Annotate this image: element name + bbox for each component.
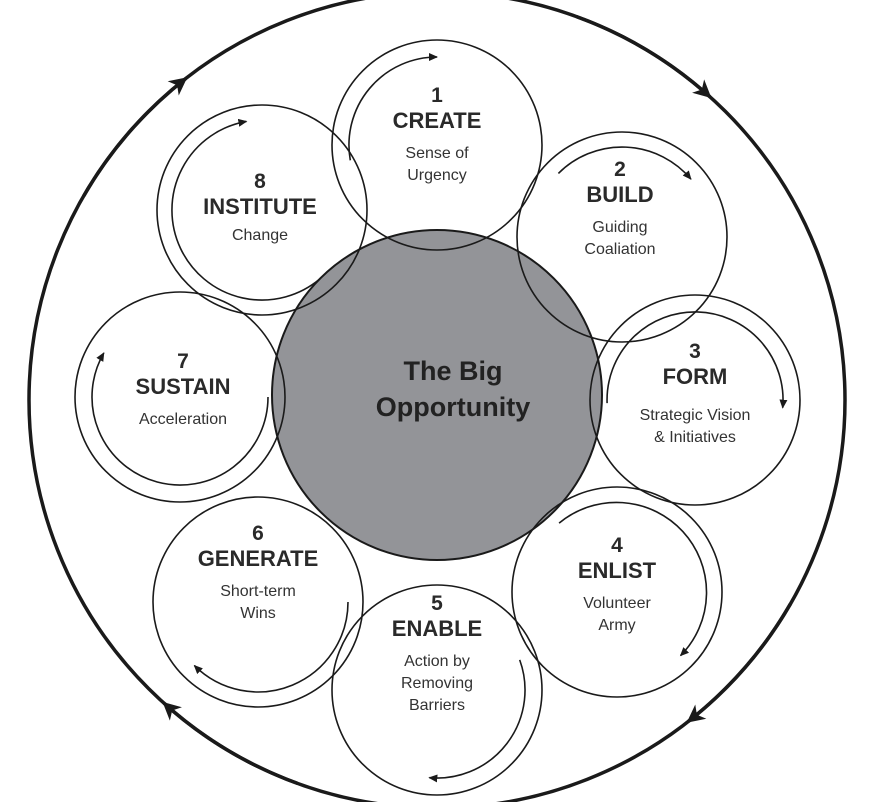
step-8-flow-arrow-icon: [171, 118, 321, 301]
outer-ring-circle: [27, 0, 847, 802]
outer-cycle-ring: [27, 0, 847, 802]
step-number: 6: [252, 522, 264, 545]
step-number: 1: [431, 84, 443, 107]
step-subtitle: Action by: [404, 653, 470, 670]
step-subtitle: Change: [232, 227, 288, 244]
step-7-flow-arrow-icon: [91, 352, 269, 486]
step-title: BUILD: [586, 182, 653, 207]
step-7-circle: [74, 291, 286, 503]
step-5-circle: [331, 584, 543, 796]
step-5-flow-arrow-icon: [428, 659, 526, 783]
step-subtitle: Urgency: [407, 167, 467, 184]
step-subtitle: Volunteer: [583, 595, 651, 612]
step-subtitle: Removing: [401, 675, 473, 692]
steps: [74, 39, 801, 796]
step-title: SUSTAIN: [136, 374, 231, 399]
step-title: CREATE: [393, 108, 482, 133]
step-title: INSTITUTE: [203, 194, 317, 219]
step-4-circle: [511, 486, 723, 698]
step-number: 8: [254, 170, 266, 193]
outer-flow-arrow-icon: [82, 77, 188, 197]
step-number: 2: [614, 158, 626, 181]
step-8-circle: [156, 104, 368, 316]
step-3-flow-arrow-icon: [606, 311, 788, 409]
step-subtitle: Army: [598, 617, 635, 634]
step-subtitle: Acceleration: [139, 411, 227, 428]
step-2-flow-arrow-icon: [557, 146, 692, 180]
step-title: GENERATE: [198, 546, 319, 571]
step-2-circle: [516, 131, 728, 343]
step-title: ENABLE: [392, 616, 482, 641]
step-subtitle: Wins: [240, 605, 276, 622]
step-4-flow-arrow-icon: [558, 501, 708, 657]
step-1-circle: [331, 39, 543, 251]
step-subtitle: Sense of: [405, 145, 469, 162]
outer-flow-arrow-icon: [162, 701, 299, 786]
center-label-line: The Big: [404, 356, 503, 386]
step-6-circle: [152, 496, 364, 708]
step-subtitle: Strategic Vision: [640, 407, 751, 424]
big-opportunity-circle: [271, 229, 603, 561]
step-subtitle: Short-term: [220, 583, 296, 600]
step-subtitle: Barriers: [409, 697, 465, 714]
step-subtitle: & Initiatives: [654, 429, 736, 446]
step-1-flow-arrow-icon: [348, 53, 438, 161]
outer-flow-arrow-icon: [575, 14, 712, 99]
step-subtitle: Coaliation: [584, 241, 655, 258]
step-title: FORM: [663, 364, 728, 389]
step-number: 3: [689, 340, 701, 363]
center-label-line: Opportunity: [376, 392, 530, 422]
center-circle: [271, 229, 603, 561]
step-number: 5: [431, 592, 443, 615]
step-6-flow-arrow-icon: [193, 601, 349, 693]
step-subtitle: Guiding: [592, 219, 647, 236]
step-number: 4: [611, 534, 623, 557]
step-3-circle: [589, 294, 801, 506]
step-title: ENLIST: [578, 558, 657, 583]
outer-flow-arrow-icon: [686, 603, 792, 723]
step-number: 7: [177, 350, 189, 373]
